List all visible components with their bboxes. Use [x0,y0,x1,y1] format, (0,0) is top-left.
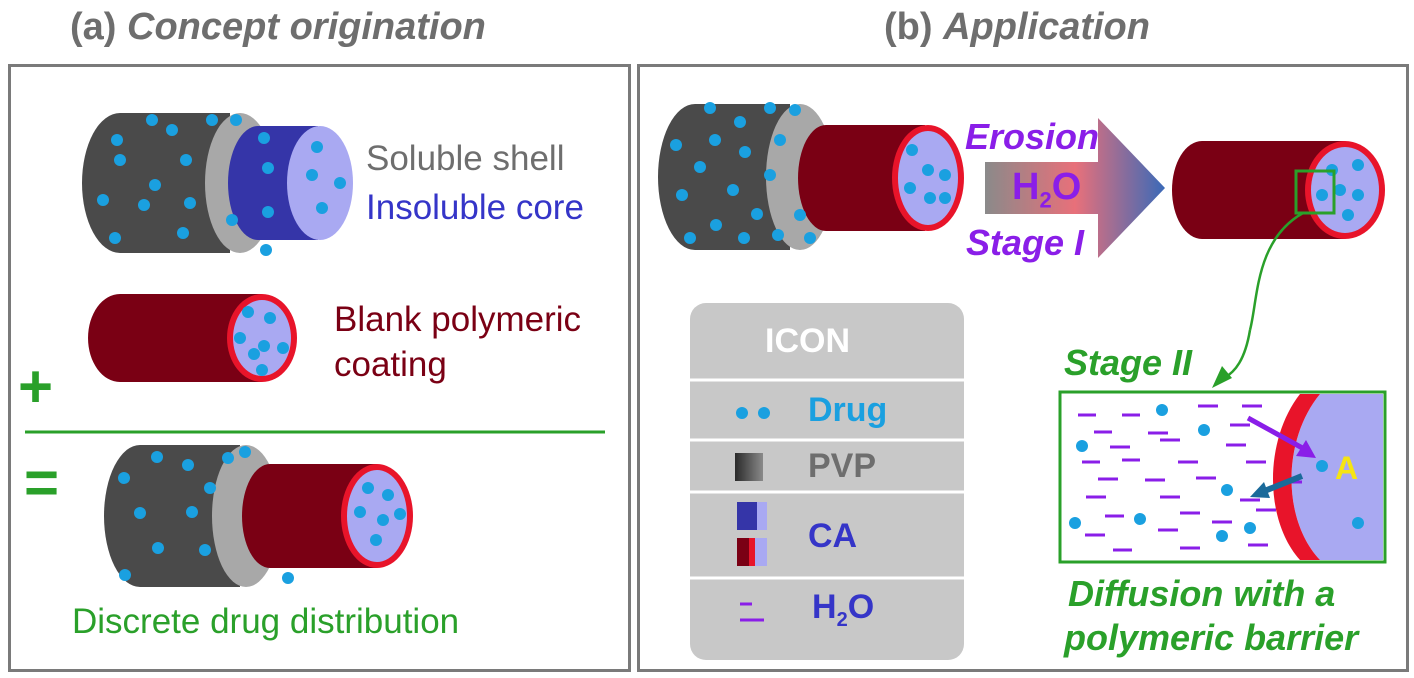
zoom-arrowhead [1212,366,1232,388]
diffusion-caption-line1: Diffusion with a [1068,573,1336,614]
fiber-initial [658,102,964,250]
arrow-water-label: H2O [1012,166,1081,214]
erosion-arrow [985,118,1165,258]
soluble-shell-label: Soluble shell [366,139,565,178]
point-a-label: A [1335,450,1359,486]
legend-water-h: H [812,588,837,626]
legend-pvp-label: PVP [808,447,877,485]
legend-water-label: H2O [812,588,874,632]
arrow-water-o: O [1051,166,1082,208]
panel-a-prefix: (a) [70,6,117,48]
zoom-inset [1058,390,1387,564]
panel-b-prefix: (b) [884,6,933,48]
plus-sign: + [18,353,54,420]
discrete-distribution-caption: Discrete drug distribution [72,602,460,641]
blank-coating-label-line1: Blank polymeric [334,300,582,339]
panel-a [8,64,631,672]
legend-drug-icon [736,407,748,419]
arrow-water-h: H [1012,166,1040,208]
erosion-label: Erosion [965,116,1100,157]
legend-drug-label: Drug [808,391,888,429]
legend-title: ICON [765,322,850,360]
legend-pvp-icon [735,453,763,481]
insoluble-core-label: Insoluble core [366,188,584,227]
panel-a-title-text: Concept origination [127,6,486,48]
panel-a-title: (a) Concept origination [70,6,486,49]
fiber-blank-coating [88,294,297,382]
legend-box [690,303,964,660]
panel-b-title-text: Application [943,6,1150,48]
stage2-label: Stage II [1064,342,1193,383]
equals-sign: = [24,449,60,516]
zoom-connector [1248,211,1304,331]
legend-water-sub: 2 [836,608,848,631]
arrow-water-sub: 2 [1039,187,1052,213]
stage1-label: Stage I [966,222,1085,263]
legend-ca-label: CA [808,517,858,555]
fiber-combined [104,445,413,587]
panel-b-title: (b) Application [884,6,1150,49]
legend-ca-icon [737,502,757,530]
panel-b [637,64,1409,672]
legend-water-o: O [847,588,875,626]
fiber-shell-core [82,113,353,256]
fiber-eroded [1172,141,1385,239]
blank-coating-label-line2: coating [334,345,447,384]
diffusion-caption-line2: polymeric barrier [1064,617,1359,658]
